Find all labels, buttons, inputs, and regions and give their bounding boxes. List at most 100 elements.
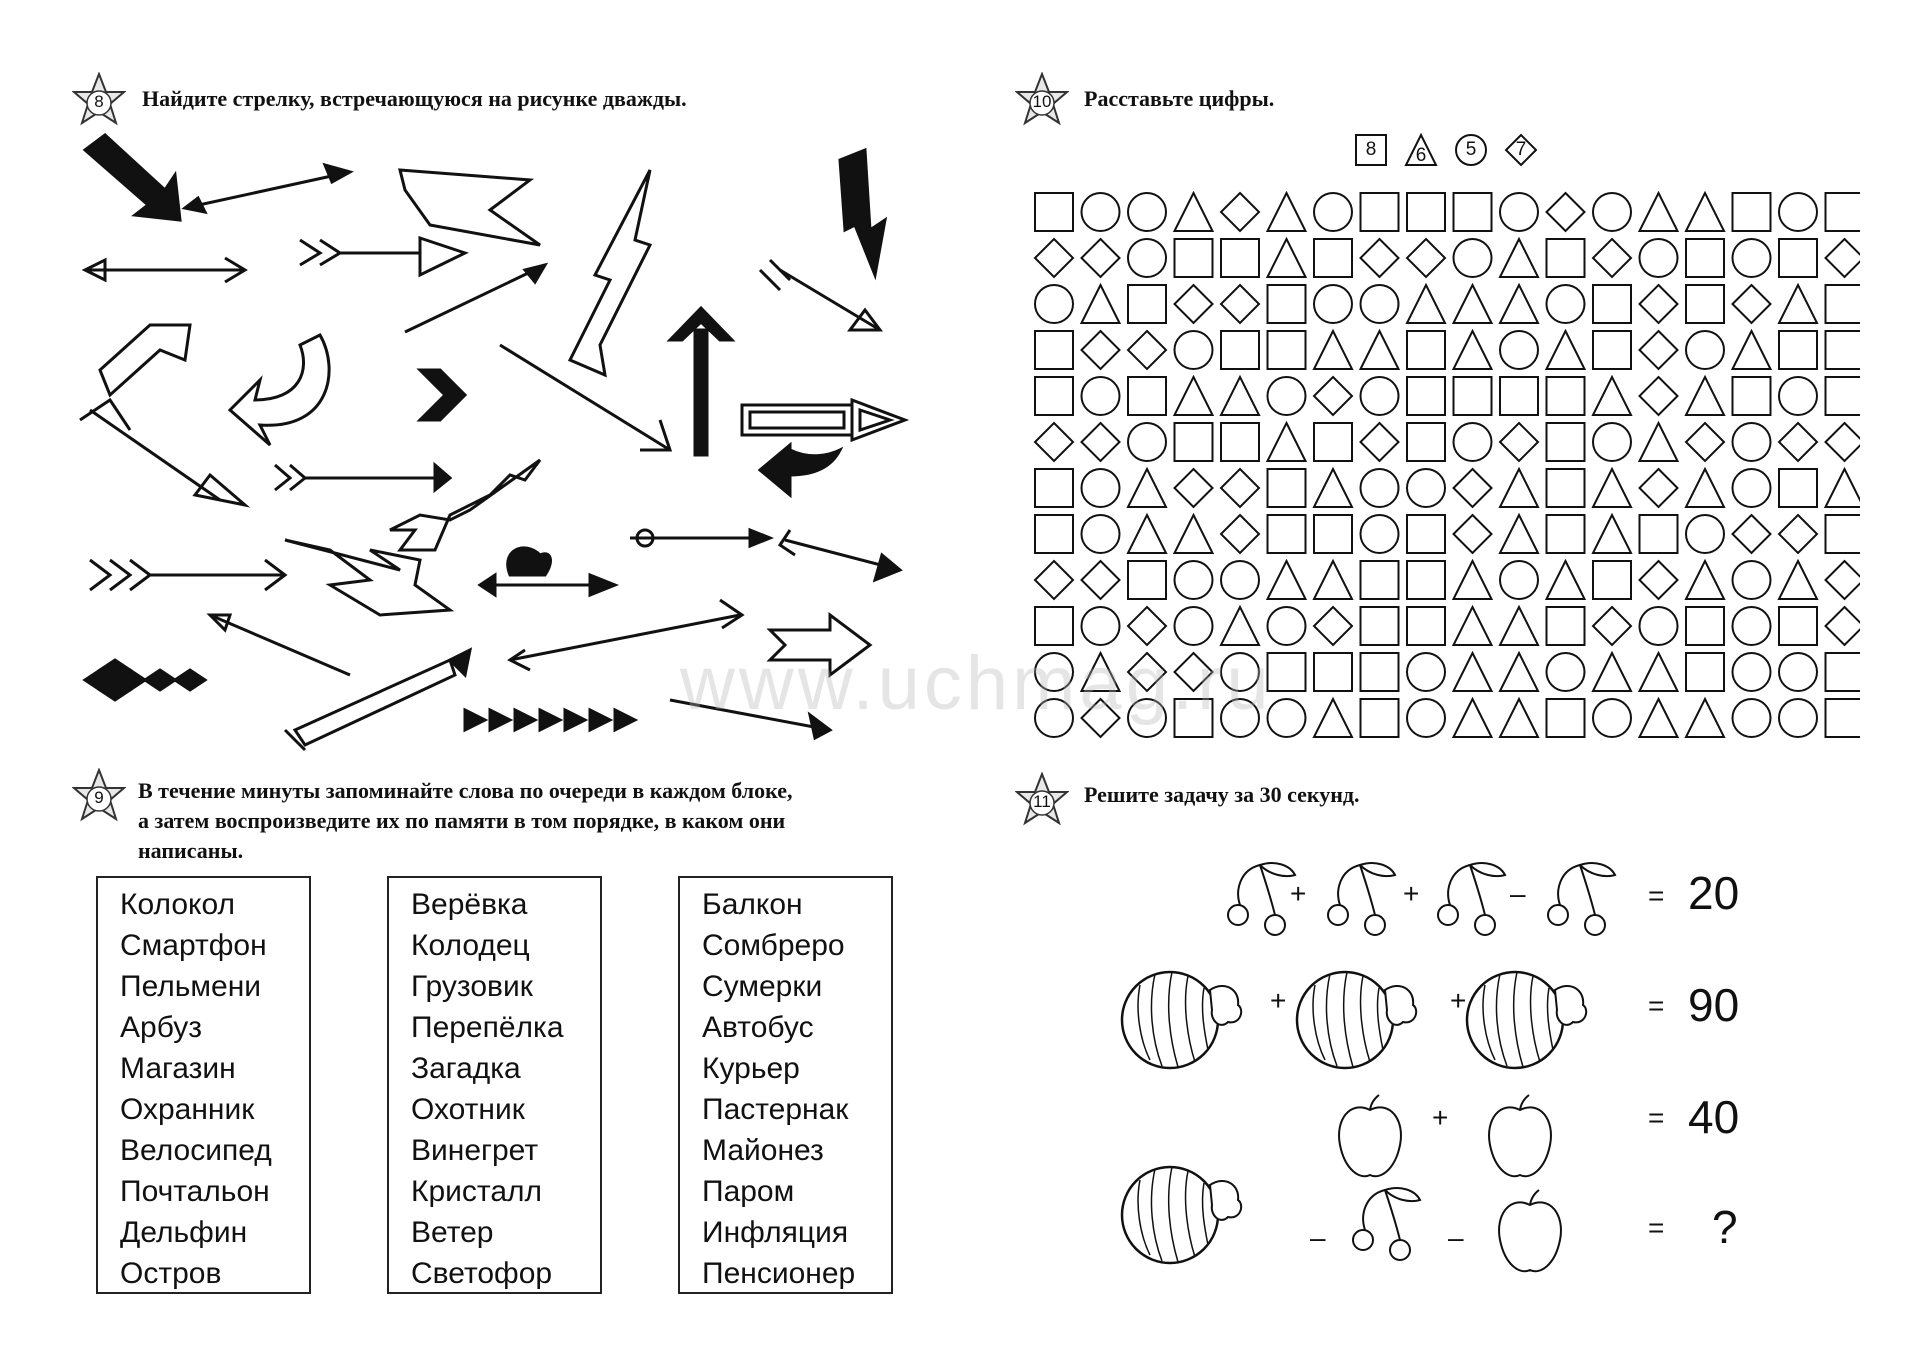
square-shape (1313, 422, 1353, 462)
triangle-shape (1591, 512, 1633, 554)
triangle-shape (1684, 190, 1726, 232)
square-shape (1127, 284, 1167, 324)
arrow-icon (89, 558, 113, 592)
key-digit-diamond: 7 (1515, 139, 1527, 160)
square-shape (1778, 468, 1818, 508)
word: Колокол (120, 888, 236, 921)
circle-shape (1499, 560, 1539, 600)
square-shape (1406, 422, 1446, 462)
word: Автобус (702, 1011, 814, 1044)
task-number: 11 (1033, 792, 1051, 811)
square-shape (1731, 192, 1772, 232)
circle-shape (1638, 238, 1679, 278)
square-shape (1034, 330, 1074, 370)
circle-shape (1220, 698, 1260, 738)
circle-shape (1359, 376, 1400, 416)
arrow-icon (757, 441, 844, 499)
triangle-shape (1312, 696, 1354, 738)
circle-shape (1080, 192, 1121, 232)
diamond-shape (1777, 421, 1819, 463)
square-shape (1824, 698, 1860, 738)
word: Дельфин (120, 1216, 248, 1249)
task-9-instructions: В течение минуты запоминайте слова по оч… (138, 776, 938, 866)
square-shape (1173, 238, 1214, 278)
circle-shape (1266, 606, 1307, 646)
square-shape (1824, 192, 1860, 232)
square-shape (1545, 376, 1586, 416)
diamond-shape (1173, 467, 1214, 509)
circle-shape (1080, 514, 1121, 554)
diamond-shape (1731, 513, 1772, 555)
cherry-icon (1227, 862, 1296, 936)
square-shape (1824, 330, 1860, 370)
diamond-shape (1638, 375, 1679, 417)
square-shape (1592, 560, 1632, 600)
circle-shape (1406, 652, 1446, 692)
diamond-shape (1219, 191, 1261, 233)
triangle-shape (1451, 696, 1494, 738)
word: Охотник (411, 1093, 525, 1126)
key-digit-circle: 5 (1465, 139, 1477, 160)
word: Винегрет (411, 1134, 539, 1167)
task-11-title: Решите задачу за 30 секунд. (1084, 782, 1360, 807)
triangle-shape (1684, 696, 1726, 738)
diamond-shape (1638, 283, 1679, 325)
square-shape (1034, 192, 1074, 232)
arrow-icon (82, 133, 182, 222)
word: Кристалл (411, 1175, 543, 1208)
arrow-icon (499, 343, 671, 452)
circle-shape (1127, 238, 1167, 278)
diamond-shape (1452, 467, 1493, 509)
square-shape (1685, 606, 1725, 646)
task-10-title: Расставьте цифры. (1084, 86, 1275, 111)
arrow-icon (838, 147, 888, 281)
triangle-shape (1079, 282, 1122, 324)
square-shape (1545, 698, 1586, 738)
triangle-shape (1591, 650, 1633, 692)
square-shape (1545, 468, 1586, 508)
triangle-shape (1730, 328, 1773, 370)
diamond-shape (1126, 651, 1168, 693)
square-shape (1034, 606, 1074, 646)
square-shape (1313, 652, 1353, 692)
apple-icon (1488, 1094, 1552, 1178)
diamond-shape (1824, 559, 1860, 601)
triangle-shape (1637, 420, 1680, 462)
task-number-star-9: 9 (72, 768, 126, 822)
shapes-grid (1033, 190, 1860, 739)
watermark: www.uchmag.ru (680, 641, 1273, 726)
diamond-shape (1591, 605, 1633, 647)
triangle-shape (1172, 374, 1215, 416)
task-number-star-10: 10 (1015, 72, 1069, 126)
diamond-shape (1638, 467, 1679, 509)
circle-shape (1359, 514, 1400, 554)
operator-plus: + (1270, 985, 1287, 1016)
triangle-shape (1265, 236, 1308, 278)
cherry-icon (1352, 1187, 1421, 1261)
arrowheads-icon (463, 707, 489, 733)
triangle-shape (1823, 466, 1860, 508)
task-number: 9 (94, 788, 104, 807)
triangle-shape (1591, 374, 1633, 416)
word: Балкон (702, 888, 803, 921)
square-shape (1127, 560, 1167, 600)
instruction-line: В течение минуты запоминайте слова по оч… (138, 778, 793, 803)
square-shape (1545, 514, 1586, 554)
square-shape (1452, 376, 1493, 416)
circle-shape (1406, 698, 1446, 738)
apple-icon (1338, 1094, 1402, 1178)
diamond-shape (1405, 237, 1447, 279)
triangle-shape (1544, 328, 1587, 370)
arrow-icon (274, 463, 293, 492)
triangle-shape (1637, 190, 1680, 232)
triangle-shape (1451, 558, 1494, 600)
diamond-shape (1033, 421, 1075, 463)
circle-shape (1220, 560, 1260, 600)
square-shape (1359, 652, 1400, 692)
word: Пельмени (120, 970, 262, 1003)
arrow-icon (292, 657, 457, 747)
triangle-shape (1637, 650, 1680, 692)
word: Перепёлка (411, 1011, 564, 1044)
diamond-shape (1173, 283, 1214, 325)
square-shape (1685, 284, 1725, 324)
